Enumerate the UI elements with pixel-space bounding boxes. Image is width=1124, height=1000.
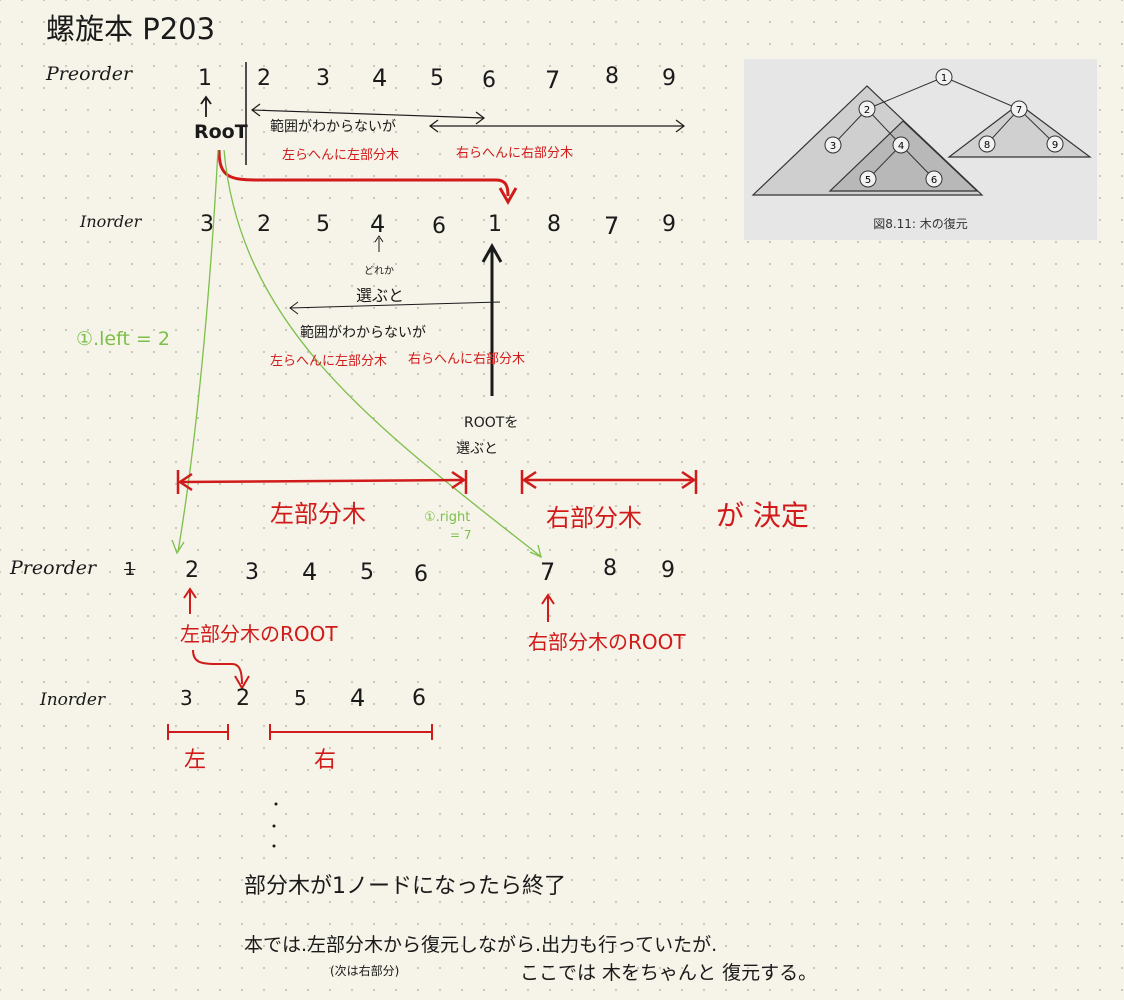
left-root-label: 左部分木のROOT — [180, 622, 338, 646]
root-connector — [217, 149, 510, 197]
tree-figure: 1 2 3 4 5 6 7 8 9 図8.11: 木の復元 — [744, 59, 1097, 240]
svg-text:4: 4 — [898, 141, 904, 152]
preorder-item: 6 — [482, 68, 496, 93]
preorder2-item: 8 — [603, 556, 617, 581]
inorder-item: 2 — [257, 212, 271, 237]
preorder-item: 8 — [605, 64, 619, 89]
inorder2-item: 5 — [294, 686, 307, 710]
preorder2-item: 4 — [302, 558, 318, 586]
note-right-subtree-2: 右らへんに右部分木 — [408, 352, 526, 367]
left-short-label: 左 — [184, 748, 207, 773]
inorder-item: 1 — [488, 212, 502, 237]
inorder-item: 3 — [200, 212, 214, 237]
preorder2-item: 6 — [414, 562, 428, 587]
inorder2-item: 3 — [180, 686, 193, 710]
preorder2-label: Preorder — [10, 557, 97, 579]
green-left-curve — [177, 149, 219, 553]
preorder2-item: 5 — [360, 560, 374, 585]
inorder2-label: Inorder — [40, 690, 106, 710]
end-note: 部分木が1ノードになったら終了 — [244, 874, 566, 899]
right-subtree-label: 右部分木 — [546, 504, 642, 532]
note-right-subtree: 右らへんに右部分木 — [456, 146, 574, 161]
book-note: 本では.左部分木から復元しながら.出力も行っていたが. — [244, 934, 718, 956]
svg-text:1: 1 — [941, 73, 947, 84]
green-left-note: ①.left = 2 — [76, 328, 170, 350]
preorder2-item: 3 — [245, 560, 259, 585]
preorder-item: 4 — [372, 64, 388, 92]
book-note-sub: (次は右部分) — [330, 964, 400, 978]
preorder2-item: 2 — [185, 558, 199, 583]
root-label: RooT — [194, 121, 248, 143]
inorder2-item: 6 — [412, 686, 426, 711]
inorder-label: Inorder — [80, 212, 142, 231]
left-subtree-range — [179, 478, 465, 484]
preorder-item: 3 — [316, 66, 330, 91]
figure-caption: 図8.11: 木の復元 — [873, 217, 968, 231]
note-erabu: 選ぶと — [356, 286, 405, 305]
note-root-erabu: 選ぶと — [456, 441, 498, 457]
preorder-item: 7 — [545, 66, 561, 94]
green-right-note: = 7 — [450, 528, 472, 542]
note-range: 範囲がわからないが — [270, 119, 396, 135]
svg-text:2: 2 — [864, 105, 870, 116]
tree-diagram: 1 2 3 4 5 6 7 8 9 — [751, 68, 1092, 196]
preorder-item: 1 — [198, 66, 212, 91]
preorder2-struck: 1 — [124, 559, 136, 580]
preorder-label: Preorder — [46, 63, 133, 85]
svg-text:3: 3 — [830, 141, 836, 152]
page-title: 螺旋本 P203 — [46, 12, 216, 46]
note-dore: どれか — [364, 266, 394, 277]
tree-node: 1 2 3 4 5 6 7 8 9 — [824, 68, 1064, 188]
note-left-subtree-2: 左らへんに左部分木 — [270, 354, 388, 369]
inorder2-item: 4 — [350, 684, 366, 712]
preorder-item: 5 — [430, 66, 444, 91]
kettei-label: が 決定 — [716, 499, 809, 532]
inorder-item: 4 — [370, 210, 386, 238]
inorder-item: 8 — [547, 212, 561, 237]
green-right-curve — [223, 149, 541, 557]
inorder-item: 5 — [316, 212, 330, 237]
right-short-label: 右 — [314, 748, 337, 773]
right-root-label: 右部分木のROOT — [528, 630, 686, 654]
inorder-item: 7 — [604, 212, 620, 240]
note-range-2: 範囲がわからないが — [300, 325, 426, 341]
svg-text:6: 6 — [931, 175, 937, 186]
green-right-note: ①.right — [424, 510, 471, 525]
inorder-item: 9 — [662, 212, 676, 237]
preorder-item: 9 — [662, 66, 676, 91]
here-note: ここでは 木をちゃんと 復元する。 — [520, 962, 818, 984]
range-arrow-left — [251, 109, 485, 119]
note-left-subtree: 左らへんに左部分木 — [282, 148, 400, 163]
preorder-item: 2 — [257, 66, 271, 91]
inorder-item: 6 — [432, 214, 446, 239]
preorder2-item: 9 — [661, 558, 675, 583]
svg-text:8: 8 — [984, 140, 990, 151]
preorder2-item: 7 — [540, 558, 556, 586]
note-root-erabu: ROOTを — [464, 415, 519, 431]
svg-text:9: 9 — [1052, 140, 1058, 151]
inorder2-item: 2 — [236, 686, 250, 711]
left-subtree-label: 左部分木 — [270, 500, 366, 528]
svg-text:7: 7 — [1016, 105, 1022, 116]
svg-text:5: 5 — [865, 175, 871, 186]
